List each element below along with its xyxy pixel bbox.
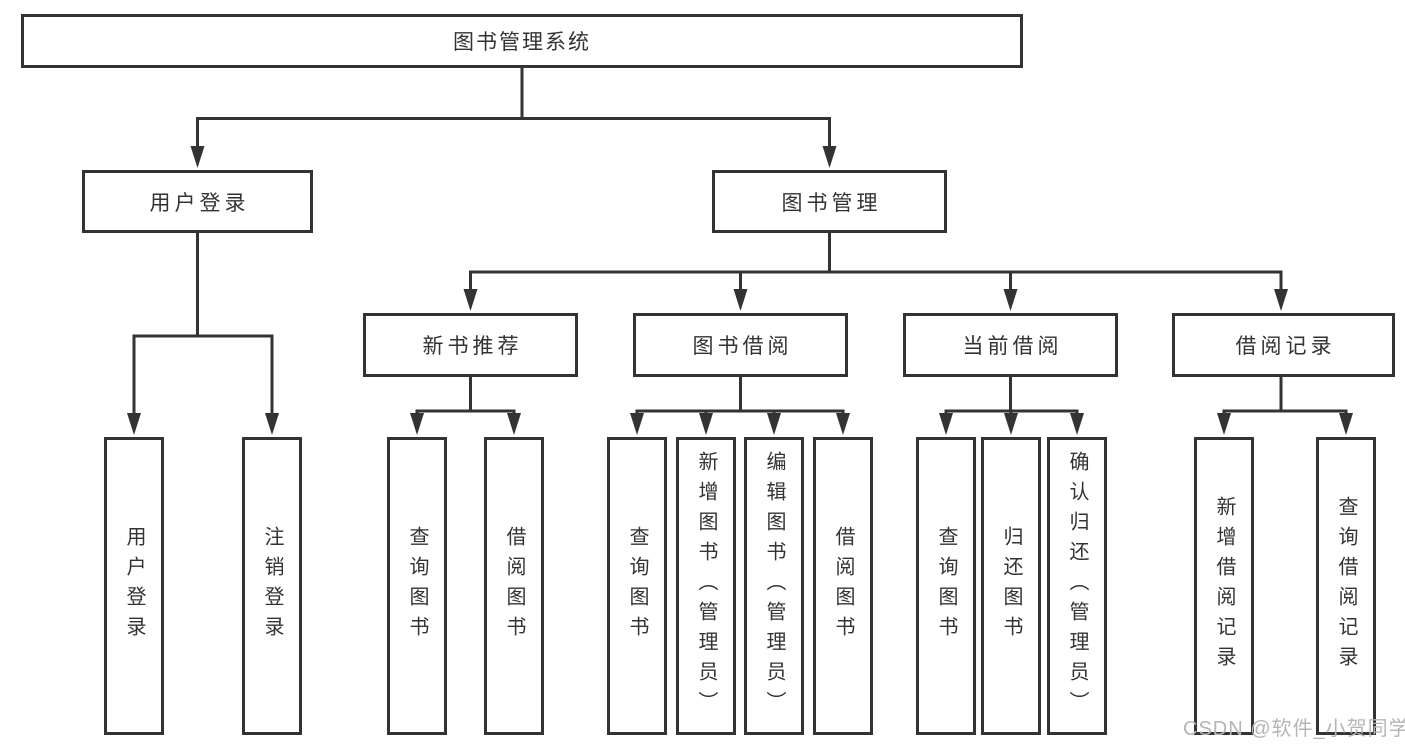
- arrow-down-icon: [1274, 289, 1288, 311]
- node-label: 用户登录: [149, 191, 250, 215]
- node-label: 新增借阅记录: [1213, 496, 1235, 676]
- node-label: 借阅图书: [832, 526, 854, 646]
- node-label: 归还图书: [1000, 526, 1022, 646]
- arrow-down-icon: [1004, 413, 1018, 435]
- node-book-management: 图书管理: [712, 170, 947, 233]
- node-label: 借阅图书: [503, 526, 525, 646]
- node-label: 查询借阅记录: [1335, 496, 1357, 676]
- arrow-down-icon: [1217, 413, 1231, 435]
- leaf-edit-book-admin: 编辑图书（管理员）: [744, 437, 804, 735]
- arrow-down-icon: [265, 413, 279, 435]
- node-current-borrow: 当前借阅: [903, 313, 1118, 377]
- arrow-down-icon: [190, 146, 205, 168]
- leaf-logout: 注销登录: [242, 437, 302, 735]
- connector-book-management: [463, 233, 1288, 311]
- node-root-system: 图书管理系统: [21, 14, 1023, 68]
- leaf-user-login: 用户登录: [104, 437, 164, 735]
- node-book-borrow: 图书借阅: [633, 313, 848, 377]
- node-label: 图书管理系统: [453, 31, 591, 54]
- node-label: 用户登录: [123, 526, 145, 646]
- leaf-query-borrow-record: 查询借阅记录: [1316, 437, 1376, 735]
- node-label: 确认归还（管理员）: [1066, 451, 1088, 721]
- leaf-return-book: 归还图书: [981, 437, 1041, 735]
- node-label: 新书推荐: [422, 335, 523, 358]
- connector-book-borrow: [630, 377, 850, 435]
- node-new-book-recommend: 新书推荐: [363, 313, 578, 377]
- leaf-borrow-book-recommend: 借阅图书: [484, 437, 544, 735]
- arrow-down-icon: [463, 289, 478, 311]
- leaf-query-book-current: 查询图书: [916, 437, 976, 735]
- node-label: 借阅记录: [1235, 335, 1336, 358]
- node-label: 编辑图书（管理员）: [763, 451, 785, 721]
- leaf-borrow-book: 借阅图书: [813, 437, 873, 735]
- csdn-watermark: CSDN @软件_小贺同学: [1183, 718, 1405, 740]
- leaf-confirm-return-admin: 确认归还（管理员）: [1047, 437, 1107, 735]
- connector-root: [190, 68, 837, 168]
- leaf-add-book-admin: 新增图书（管理员）: [676, 437, 736, 735]
- arrow-down-icon: [127, 413, 141, 435]
- connector-current-borrow: [939, 377, 1084, 435]
- node-label: 当前借阅: [962, 335, 1063, 358]
- arrow-down-icon: [699, 413, 713, 435]
- leaf-query-book-recommend: 查询图书: [387, 437, 447, 735]
- arrow-down-icon: [822, 146, 837, 168]
- arrow-down-icon: [507, 413, 521, 435]
- node-label: 新增图书（管理员）: [695, 451, 717, 721]
- node-user-login: 用户登录: [82, 170, 313, 233]
- connector-user-login: [127, 233, 279, 435]
- arrow-down-icon: [1070, 413, 1084, 435]
- arrow-down-icon: [939, 413, 953, 435]
- node-borrow-record: 借阅记录: [1172, 313, 1395, 377]
- node-label: 注销登录: [261, 526, 283, 646]
- connector-borrow-record: [1217, 377, 1353, 435]
- node-label: 查询图书: [935, 526, 957, 646]
- arrow-down-icon: [1003, 289, 1018, 311]
- arrow-down-icon: [1339, 413, 1353, 435]
- arrow-down-icon: [630, 413, 644, 435]
- node-label: 图书管理: [781, 191, 882, 215]
- node-label: 查询图书: [406, 526, 428, 646]
- node-label: 查询图书: [626, 526, 648, 646]
- arrow-down-icon: [410, 413, 424, 435]
- arrow-down-icon: [836, 413, 850, 435]
- leaf-add-borrow-record: 新增借阅记录: [1194, 437, 1254, 735]
- arrow-down-icon: [733, 289, 748, 311]
- node-label: 图书借阅: [692, 335, 793, 358]
- connector-new-book: [410, 377, 521, 435]
- arrow-down-icon: [767, 413, 781, 435]
- leaf-query-book-borrow: 查询图书: [607, 437, 667, 735]
